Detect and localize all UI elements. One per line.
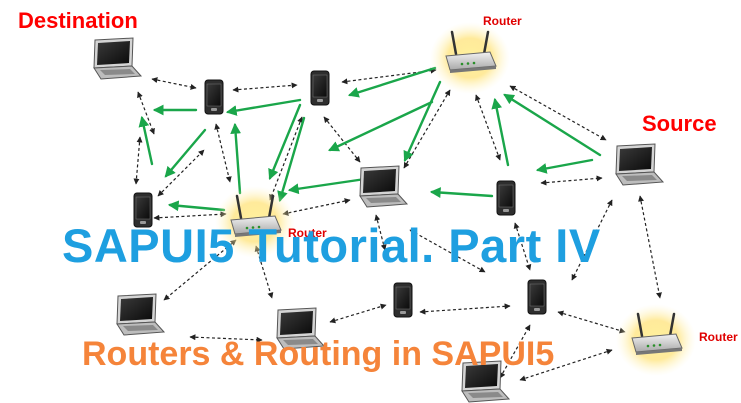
route-11 <box>167 200 226 212</box>
link-3 <box>214 123 232 183</box>
link-8 <box>153 211 227 221</box>
link-16 <box>163 239 237 301</box>
phone-e-phone-icon <box>393 282 413 318</box>
route-9 <box>225 98 302 116</box>
router-right-router-icon <box>614 302 698 378</box>
route-arrows <box>138 66 602 212</box>
router-right-label: Router <box>699 330 738 344</box>
phone-d-phone-icon <box>496 180 516 216</box>
link-0 <box>151 77 197 90</box>
route-4 <box>403 80 442 162</box>
laptop-left-low-laptop-icon <box>116 293 165 336</box>
link-11 <box>509 85 607 141</box>
tutorial-subtitle: Routers & Routing in SAPUI5 <box>82 335 555 373</box>
link-18 <box>513 222 532 271</box>
router-mid-label: Router <box>288 226 327 240</box>
link-22 <box>189 334 263 343</box>
laptop-dest-laptop-icon <box>93 37 142 80</box>
laptop-source-laptop-icon <box>615 143 664 186</box>
route-15 <box>277 116 306 203</box>
route-1 <box>535 158 594 174</box>
link-1 <box>137 91 155 135</box>
route-7 <box>287 176 374 195</box>
route-14 <box>138 115 154 166</box>
link-25 <box>499 324 531 379</box>
link-27 <box>133 136 143 185</box>
link-21 <box>638 195 662 299</box>
route-13 <box>164 128 207 178</box>
link-12 <box>540 175 603 186</box>
route-2 <box>429 187 494 198</box>
destination-label: Destination <box>18 8 138 33</box>
link-13 <box>282 198 351 216</box>
route-8 <box>268 103 302 180</box>
link-19 <box>557 310 626 334</box>
link-24 <box>419 303 511 315</box>
route-3 <box>491 97 510 167</box>
route-0 <box>503 93 602 157</box>
tutorial-title: SAPUI5 Tutorial. Part IV <box>62 219 601 272</box>
link-14 <box>374 214 387 251</box>
laptop-center-laptop-icon <box>359 165 408 208</box>
phone-b-phone-icon <box>310 70 330 106</box>
phone-f-phone-icon <box>527 279 547 315</box>
phone-a-phone-icon <box>204 79 224 115</box>
route-6 <box>328 100 434 152</box>
link-2 <box>232 82 298 93</box>
link-20 <box>571 199 613 281</box>
link-15 <box>254 245 274 299</box>
link-5 <box>323 116 361 163</box>
source-label: Source <box>642 111 717 136</box>
route-5 <box>347 66 437 98</box>
router-top-router-icon <box>428 20 512 96</box>
route-10 <box>230 122 242 195</box>
link-6 <box>269 116 303 201</box>
link-10 <box>475 94 501 161</box>
router-top-label: Router <box>483 14 522 28</box>
link-23 <box>329 303 387 324</box>
link-9 <box>403 89 451 169</box>
link-17 <box>409 229 486 273</box>
